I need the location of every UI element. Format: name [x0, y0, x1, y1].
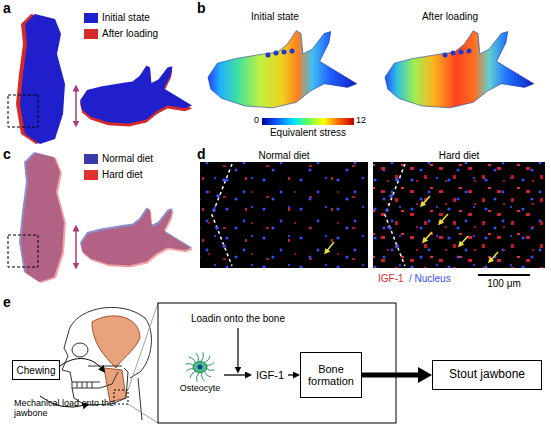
zoom-box: [114, 390, 128, 404]
flow-arrow: [288, 374, 293, 375]
legend-item: After loading: [84, 28, 158, 39]
legend-swatch: [84, 13, 98, 23]
colorbar: [262, 118, 354, 125]
dendrite: [189, 357, 196, 363]
cell-node: Osteocyte: [176, 350, 224, 400]
mechanism-frame: [158, 303, 396, 423]
cell-nucleus: [198, 365, 203, 370]
face-outline: [62, 334, 100, 382]
panel-title: Normal diet: [244, 150, 324, 162]
zoom-box: [8, 95, 38, 127]
cranium: [68, 307, 151, 378]
front-view-c: [8, 152, 66, 283]
masseter-muscle: [104, 368, 126, 402]
flow-arrow: [362, 373, 418, 378]
panel-title: Hard diet: [419, 150, 499, 162]
result-box: Stout jawbone: [432, 360, 542, 390]
node-label: Stout jawbone: [449, 368, 525, 381]
micrograph-normal: [200, 162, 368, 268]
scale-bar-label: 100 μm: [476, 278, 532, 290]
legend-item: Initial state: [84, 12, 150, 23]
node-label: IGF-1: [256, 369, 284, 381]
node-label: Osteocyte: [180, 384, 221, 394]
molar-dots: [266, 49, 472, 58]
dendrite: [204, 356, 210, 363]
node-label: Bone formation: [301, 363, 361, 387]
panel-title: After loading: [405, 11, 495, 23]
side-view-c: [76, 208, 193, 268]
height-arrow: [75, 88, 77, 124]
front-view-hard: [21, 153, 66, 283]
bone-surface-line: [385, 164, 405, 266]
surface-nuclei: [385, 178, 399, 248]
panel-letter: d: [197, 146, 211, 162]
stress-maps: [208, 31, 534, 125]
height-arrow: [75, 228, 77, 266]
igf1-stain: [373, 162, 545, 268]
front-view-initial: [20, 14, 65, 144]
bone-surface-line: [212, 164, 232, 266]
micrograph-hard: [373, 162, 545, 268]
orbit: [72, 343, 88, 357]
dendrite: [196, 373, 198, 382]
side-view-a: [76, 66, 192, 127]
zoom-box: [8, 235, 38, 267]
dendrite: [195, 353, 198, 362]
process-box: Chewing: [12, 360, 60, 380]
nuclei-stain: [200, 162, 368, 268]
panel-letter: e: [3, 294, 17, 310]
image-background: [373, 162, 545, 268]
highlight-arrows: [422, 196, 498, 261]
legend-item: Normal diet: [84, 153, 153, 164]
node-label: Chewing: [17, 365, 56, 376]
dendrite: [204, 371, 211, 377]
colorbar-tick: 12: [356, 115, 374, 125]
chewing-arrow: [60, 359, 103, 370]
panel-letter: b: [197, 0, 211, 16]
highlight-arrow: [326, 242, 334, 252]
zoom-lines: [128, 303, 158, 423]
legend-swatch: [84, 29, 98, 39]
neck: [138, 378, 142, 420]
scale-bar: [478, 274, 530, 276]
osteocyte-symbol: [176, 350, 224, 384]
panel-title: Initial state: [230, 11, 320, 23]
stress-map-loaded: [385, 31, 534, 108]
legend-label: Normal diet: [102, 153, 153, 164]
panel-letter: a: [3, 0, 17, 16]
loading-arrow: [237, 328, 238, 370]
colorbar-title: Equivalent stress: [258, 127, 358, 139]
panel-letter: c: [3, 146, 17, 162]
igf1-stain: [200, 162, 368, 268]
legend-swatch: [84, 154, 98, 164]
front-view-a: [8, 14, 65, 144]
side-view-hard: [81, 210, 193, 268]
stain-name: / Nucleus: [409, 273, 469, 285]
legend-swatch: [84, 170, 98, 180]
dendrite: [201, 352, 203, 361]
nuclei-stain: [373, 162, 545, 268]
colorbar-tick: 0: [254, 115, 264, 125]
annotation-text: Mechanical load onto the jawbone: [14, 398, 134, 419]
legend-label: After loading: [102, 28, 158, 39]
process-box: Bone formation: [300, 352, 362, 398]
teeth: [72, 382, 92, 388]
stain-name: IGF-1: [378, 273, 410, 285]
dendrite: [190, 371, 196, 378]
cell-body: [193, 362, 207, 373]
zygomatic-arch: [88, 366, 122, 367]
temporalis-muscle: [92, 316, 140, 368]
side-view-initial: [80, 66, 192, 124]
dendrite: [202, 373, 205, 382]
signal-node: IGF-1: [252, 365, 288, 385]
legend-label: Initial state: [102, 12, 150, 23]
flow-arrow: [224, 374, 245, 375]
surface-nuclei: [212, 178, 226, 248]
legend-label: Hard diet: [102, 169, 143, 180]
stress-map-initial: [208, 31, 357, 108]
legend-item: Hard diet: [84, 169, 143, 180]
annotation-text: Loadin onto the bone: [178, 313, 298, 325]
image-background: [200, 162, 368, 268]
